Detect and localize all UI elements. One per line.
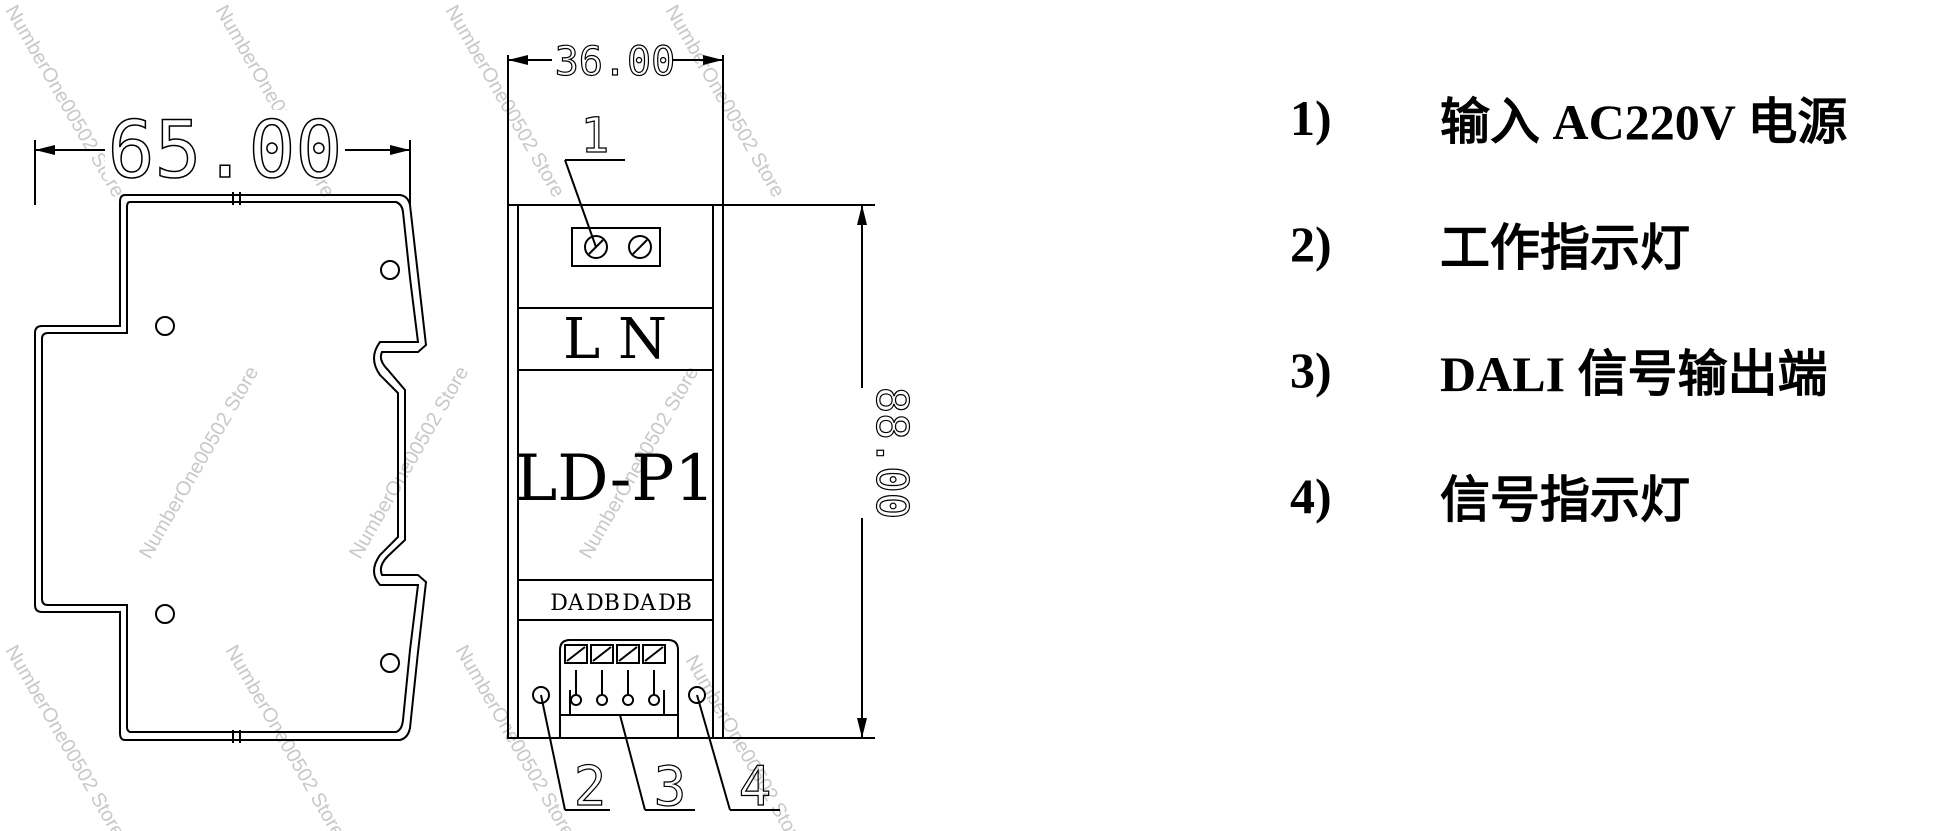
callout-numbers: 1 2 3 4 [573, 107, 772, 818]
legend-number: 4) [1290, 468, 1332, 524]
legend-item: 1) 输入 AC220V 电源 [1290, 55, 1847, 181]
watermark: NumberOne00502 Store [441, 2, 569, 202]
front-view: 36.00 L N LD-P1 DA DB DA DB [507, 38, 918, 811]
callout-number: 1 [581, 108, 610, 164]
signal-terminal-label: DB [586, 591, 620, 616]
power-terminal [571, 227, 661, 267]
legend: 1) 输入 AC220V 电源 2) 工作指示灯 3) DALI 信号输出端 4… [1290, 55, 1847, 559]
width-dimension-label: 65.00 [108, 106, 343, 196]
arrow-right [390, 145, 410, 155]
legend-item: 3) DALI 信号输出端 [1290, 307, 1847, 433]
screw [584, 235, 608, 259]
work-indicator-led [532, 686, 550, 704]
watermark: NumberOne00502 Store [1, 642, 129, 831]
legend-text: 输入 AC220V 电源 [1440, 94, 1848, 150]
callout-number: 3 [654, 755, 687, 818]
side-hole [380, 260, 400, 280]
side-hole [155, 316, 175, 336]
legend-text: 信号指示灯 [1440, 472, 1690, 528]
callout-number: 4 [739, 755, 772, 818]
legend-number: 3) [1290, 342, 1332, 398]
screw [628, 235, 652, 259]
arrow-left [35, 145, 55, 155]
legend-item: 4) 信号指示灯 [1290, 433, 1847, 559]
model-label: LD-P1 [515, 442, 715, 516]
legend-item: 2) 工作指示灯 [1290, 181, 1847, 307]
power-terminal-labels: L N [563, 307, 667, 372]
side-view: 65.00 [34, 105, 428, 743]
side-outline-inner [41, 201, 420, 733]
height-dimension-label: 88.00 [866, 387, 917, 519]
signal-terminal-label: DA [622, 591, 657, 616]
legend-number: 1) [1290, 90, 1332, 146]
signal-terminal-block [559, 639, 679, 738]
side-hole [380, 653, 400, 673]
legend-text: 工作指示灯 [1440, 220, 1690, 276]
watermark: NumberOne00502 Store [661, 2, 789, 202]
watermark: NumberOne00502 Store [135, 363, 263, 563]
front-body [507, 204, 724, 739]
side-hole [155, 604, 175, 624]
side-outline-outer [34, 194, 428, 741]
depth-dimension-label: 36.00 [555, 39, 675, 85]
signal-terminal-label: DA [550, 591, 585, 616]
watermark: NumberOne00502 Store [345, 363, 473, 563]
signal-indicator-led [688, 686, 706, 704]
callout-number: 2 [574, 755, 607, 818]
legend-number: 2) [1290, 216, 1332, 272]
legend-text: DALI 信号输出端 [1440, 346, 1828, 402]
signal-terminal-label: DB [658, 591, 692, 616]
